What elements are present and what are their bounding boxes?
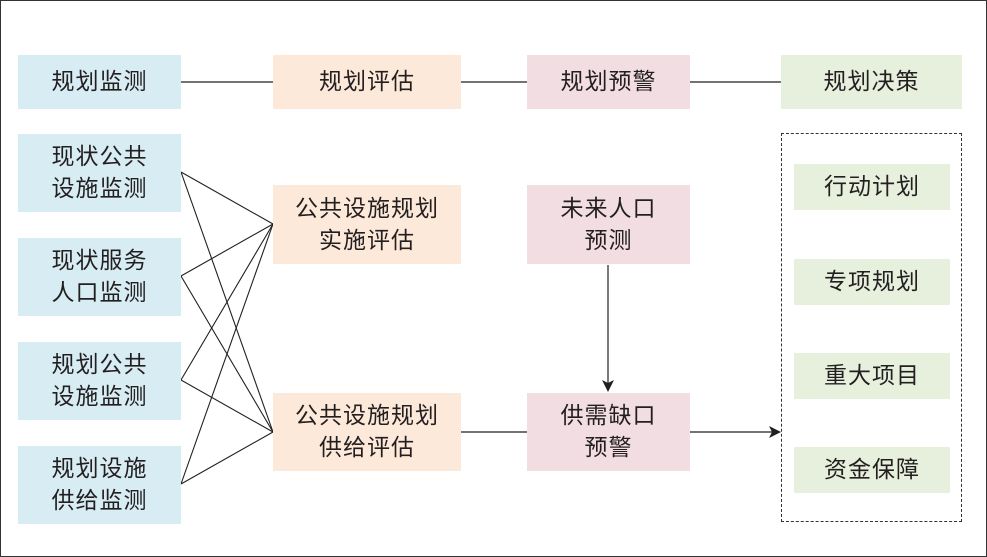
cross-connectors (180, 171, 274, 485)
monitor-planned-facilities: 规划公共 设施监测 (18, 342, 181, 420)
warning-supply-gap: 供需缺口 预警 (527, 393, 690, 471)
header-decision: 规划决策 (781, 55, 962, 109)
monitor-planned-supply: 规划设施 供给监测 (18, 446, 181, 524)
decision-funding: 资金保障 (794, 447, 950, 493)
evaluation-implementation: 公共设施规划 实施评估 (273, 185, 461, 264)
evaluation-supply: 公共设施规划 供给评估 (273, 393, 461, 471)
decision-action-plan: 行动计划 (794, 164, 950, 210)
monitor-current-population: 现状服务 人口监测 (18, 238, 181, 316)
header-monitoring: 规划监测 (18, 55, 181, 109)
monitor-current-facilities: 现状公共 设施监测 (18, 134, 181, 212)
header-warning: 规划预警 (527, 55, 690, 109)
header-evaluation: 规划评估 (273, 55, 461, 109)
decisions-group (781, 133, 962, 522)
decision-major-projects: 重大项目 (794, 353, 950, 399)
decision-special-plan: 专项规划 (794, 259, 950, 305)
warning-population-forecast: 未来人口 预测 (527, 185, 690, 264)
